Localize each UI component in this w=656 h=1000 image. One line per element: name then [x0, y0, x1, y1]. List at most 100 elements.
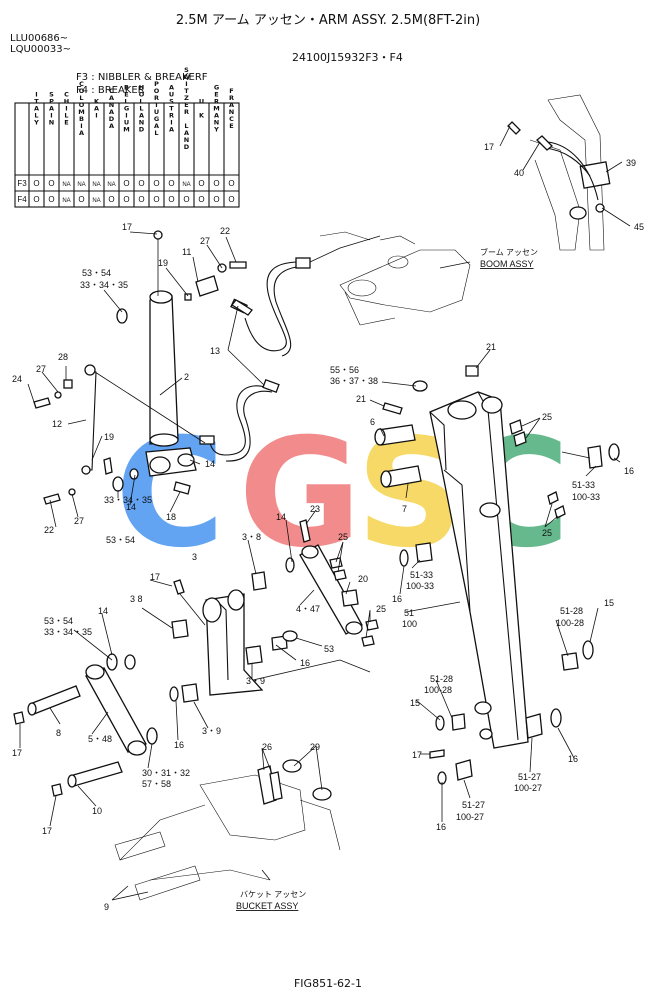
- callout: 15: [410, 698, 420, 708]
- row-code-f3: F3: [17, 179, 27, 188]
- country-cell: O: [228, 179, 234, 188]
- country-cell: O: [138, 179, 144, 188]
- callout: 20: [358, 574, 368, 584]
- callout: 33・34・35: [80, 280, 128, 290]
- country-cell: O: [153, 179, 159, 188]
- callout: 11: [182, 247, 191, 257]
- callout: 2: [184, 372, 189, 382]
- country-header: AUSTRIA: [168, 84, 176, 133]
- callout: 17: [122, 222, 132, 232]
- callout: 51-33: [572, 480, 595, 490]
- serial-range-1: LLU00686~: [10, 33, 69, 44]
- callout: 53: [324, 644, 334, 654]
- callout: 25: [542, 528, 552, 538]
- callout: 21: [486, 342, 496, 352]
- callout: 29: [310, 742, 320, 752]
- leader-lines: [19, 125, 631, 901]
- bucket-assy-label-en: BUCKET ASSY: [236, 901, 298, 911]
- country-header: CANADA: [108, 87, 116, 129]
- callout: 40: [514, 168, 524, 178]
- country-header: FRANCE: [228, 87, 236, 129]
- country-cell: NA: [182, 182, 190, 188]
- callout: 3・8: [242, 532, 261, 542]
- boom-assy-label-en: BOOM ASSY: [480, 259, 534, 269]
- callout: 22: [44, 525, 54, 535]
- callout: 27: [74, 516, 84, 526]
- callout: 24: [12, 374, 22, 384]
- callout: 16: [624, 466, 634, 476]
- country-cell: O: [198, 179, 204, 188]
- boom-cylinder-2: [145, 230, 197, 477]
- callout: 8: [56, 728, 61, 738]
- arm-51: [429, 391, 529, 749]
- callout: 22: [220, 226, 230, 236]
- callout: 16: [392, 594, 402, 604]
- callout: 51-28: [430, 674, 453, 684]
- callout: 27: [36, 364, 46, 374]
- country-header: GERMANY: [213, 84, 221, 133]
- figure-number: FIG851-62-1: [293, 977, 363, 990]
- country-header: SWITZER LAND: [183, 66, 191, 150]
- callout: 100-28: [556, 618, 584, 628]
- rod-12: [33, 364, 206, 475]
- callout: 18: [166, 512, 176, 522]
- callout: 3・9: [202, 726, 221, 736]
- callout: 33・34・35: [104, 495, 152, 505]
- callout: 53・54: [82, 268, 111, 278]
- callout: 17: [412, 750, 422, 760]
- country-cell: NA: [62, 182, 70, 188]
- callout: 16: [300, 658, 310, 668]
- country-cell: NA: [107, 182, 115, 188]
- assembly-part-number: 24100J15932F3・F4: [292, 51, 403, 64]
- link-4: [209, 519, 379, 691]
- callout: 16: [568, 754, 578, 764]
- callout: 3 8: [130, 594, 143, 604]
- callout: 14: [98, 606, 108, 616]
- callout: 100-33: [406, 581, 434, 591]
- callout: 55・56: [330, 365, 359, 375]
- callout: 100-33: [572, 492, 600, 502]
- page-title: 2.5M アーム アッセン・ARM ASSY. 2.5M(8FT-2in): [175, 13, 481, 28]
- callout: 16: [174, 740, 184, 750]
- callout: 19: [158, 258, 168, 268]
- callout: 100-27: [456, 812, 484, 822]
- callout: 17: [150, 572, 160, 582]
- boom-assy-label-jp: ブーム アッセン: [480, 247, 538, 257]
- country-header: PORTUGAL: [153, 80, 161, 136]
- country-cell: NA: [92, 198, 100, 204]
- callout: 51-27: [462, 800, 485, 810]
- callout: 14: [276, 512, 286, 522]
- country-cell: NA: [77, 182, 85, 188]
- callout: 57・58: [142, 779, 171, 789]
- callout: 5・48: [88, 734, 112, 744]
- country-cell: NA: [62, 198, 70, 204]
- callout: 100-27: [514, 783, 542, 793]
- callout: 3: [192, 552, 197, 562]
- callout: 25: [338, 532, 348, 542]
- callout: 51-27: [518, 772, 541, 782]
- country-cell: O: [213, 179, 219, 188]
- bucket-assy-label-jp: バケット アッセン: [240, 890, 306, 899]
- callout: 25: [376, 604, 386, 614]
- callout: 4・47: [296, 604, 320, 614]
- country-cell: O: [33, 179, 39, 188]
- callout: 10: [92, 806, 102, 816]
- callout: 45: [634, 222, 644, 232]
- callout: 53・54: [106, 535, 135, 545]
- callout: 39: [626, 158, 636, 168]
- boom-detail-upper-right: [507, 94, 611, 251]
- country-cell: O: [153, 195, 159, 204]
- pin-8: [13, 685, 81, 725]
- country-header: COLOMBIA: [78, 80, 86, 136]
- country-cell: O: [108, 195, 114, 204]
- callout: 6: [370, 417, 375, 427]
- boom-assy-outline: [309, 231, 471, 326]
- callout: 12: [52, 419, 62, 429]
- country-cell: O: [198, 195, 204, 204]
- callout: 30・31・32: [142, 768, 190, 778]
- callout-numbers: 17 19 11 27 22 53・54 33・34・35 13 2 28 27…: [12, 142, 644, 912]
- callout: 21: [356, 394, 366, 404]
- callout: 28: [58, 352, 68, 362]
- country-header: BELGIUM: [123, 84, 131, 133]
